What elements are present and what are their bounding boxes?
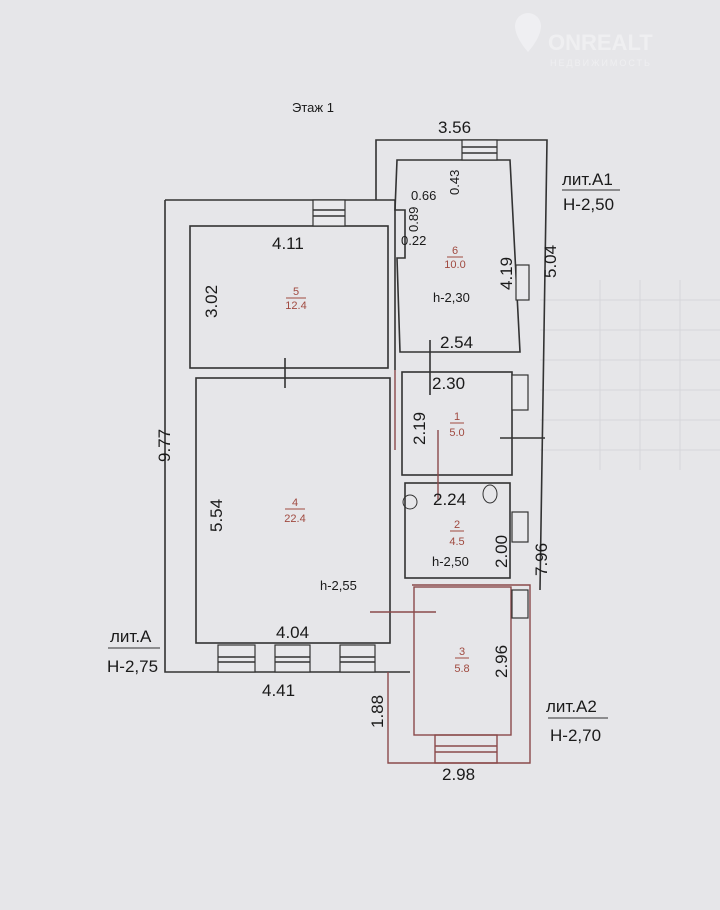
svg-text:лит.А: лит.А: [110, 627, 152, 646]
svg-text:2.00: 2.00: [492, 535, 511, 568]
svg-text:2: 2: [454, 519, 460, 531]
sink-icon: [402, 494, 418, 510]
svg-text:6: 6: [452, 245, 458, 257]
svg-text:2.54: 2.54: [440, 333, 473, 352]
svg-text:Н-2,75: Н-2,75: [107, 657, 158, 676]
svg-text:4.19: 4.19: [497, 257, 516, 290]
room-2: [404, 482, 511, 579]
svg-text:22.4: 22.4: [284, 513, 305, 525]
section-labels: лит.А1 Н-2,50 лит.А Н-2,75 лит.А2 Н-2,70: [107, 170, 620, 745]
svg-text:5.0: 5.0: [449, 427, 464, 439]
svg-text:Н-2,70: Н-2,70: [550, 726, 601, 745]
svg-text:3.02: 3.02: [202, 285, 221, 318]
room-1: [401, 371, 513, 476]
window: [434, 734, 498, 764]
window: [339, 644, 376, 673]
svg-text:лит.А2: лит.А2: [546, 697, 597, 716]
window: [461, 139, 498, 161]
dimension-labels: 3.56 5.04 0.43 0.66 0.89 0.22 4.19 2.54 …: [155, 118, 560, 784]
svg-text:0.66: 0.66: [411, 188, 436, 203]
watermark-logo: ONREALT НЕДВИЖИМОСТЬ: [515, 13, 653, 68]
svg-text:4.11: 4.11: [272, 234, 304, 253]
svg-text:h-2,50: h-2,50: [432, 554, 469, 569]
svg-text:12.4: 12.4: [285, 300, 306, 312]
svg-text:2.19: 2.19: [410, 412, 429, 445]
lit-a2-outer-wall: [387, 584, 531, 764]
floor-title: Этаж 1: [292, 100, 334, 115]
svg-text:ONREALT: ONREALT: [548, 30, 653, 55]
room-labels: 6 10.0 5 12.4 1 5.0 4 22.4 2 4.5 3 5.8: [284, 245, 469, 675]
svg-text:5.8: 5.8: [454, 663, 469, 675]
windows: [217, 139, 530, 764]
lit-a-outer-wall: [164, 199, 410, 673]
svg-text:0.89: 0.89: [406, 207, 421, 232]
svg-text:1: 1: [454, 411, 460, 423]
svg-text:0.22: 0.22: [401, 233, 426, 248]
background-grid: [540, 280, 720, 470]
room-5: [189, 225, 389, 369]
svg-text:2.98: 2.98: [442, 765, 475, 784]
svg-text:10.0: 10.0: [444, 259, 465, 271]
room-6: [394, 159, 521, 353]
window: [515, 264, 530, 301]
window: [511, 589, 529, 619]
ceiling-heights: h-2,30 h-2,50 h-2,55: [320, 290, 470, 593]
svg-text:h-2,55: h-2,55: [320, 578, 357, 593]
svg-text:Н-2,50: Н-2,50: [563, 195, 614, 214]
svg-text:4.5: 4.5: [449, 536, 464, 548]
svg-text:4.41: 4.41: [262, 681, 295, 700]
svg-text:7.96: 7.96: [532, 543, 551, 576]
toilet-icon: [482, 484, 498, 504]
window: [312, 199, 346, 227]
svg-text:2.30: 2.30: [432, 374, 465, 393]
svg-text:2.96: 2.96: [492, 645, 511, 678]
window: [511, 511, 529, 543]
svg-text:3: 3: [459, 646, 465, 658]
svg-text:4: 4: [292, 497, 298, 509]
svg-text:НЕДВИЖИМОСТЬ: НЕДВИЖИМОСТЬ: [550, 58, 652, 68]
svg-text:5.04: 5.04: [541, 245, 560, 278]
svg-text:0.43: 0.43: [447, 170, 462, 195]
svg-text:лит.А1: лит.А1: [562, 170, 613, 189]
svg-text:1.88: 1.88: [368, 695, 387, 728]
svg-text:9.77: 9.77: [155, 429, 174, 462]
svg-text:2.24: 2.24: [433, 490, 466, 509]
svg-text:3.56: 3.56: [438, 118, 471, 137]
svg-text:4.04: 4.04: [276, 623, 309, 642]
svg-text:h-2,30: h-2,30: [433, 290, 470, 305]
svg-text:5: 5: [293, 286, 299, 298]
window: [217, 644, 256, 673]
room-4: [195, 377, 391, 644]
window: [274, 644, 311, 673]
svg-text:5.54: 5.54: [207, 499, 226, 532]
window: [511, 374, 529, 411]
